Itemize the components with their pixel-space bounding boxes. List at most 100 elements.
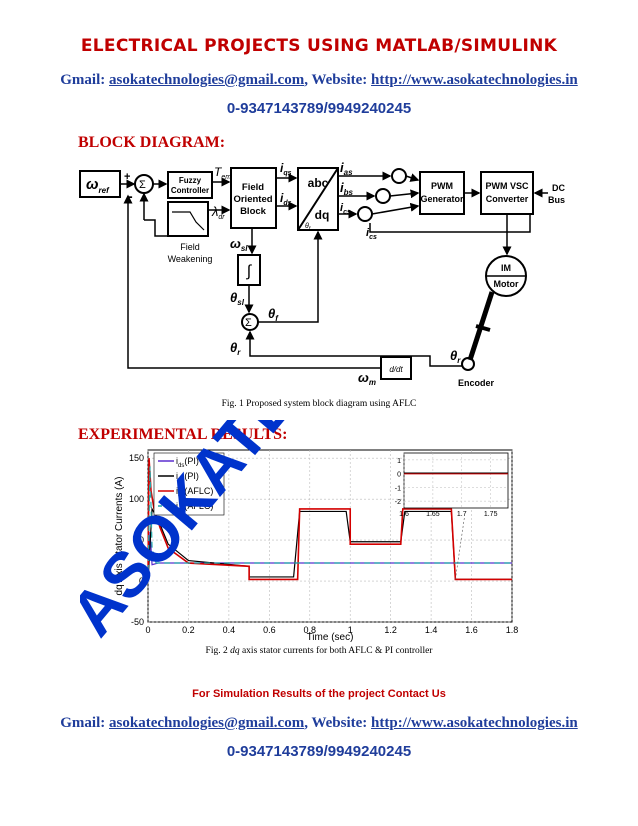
te-label: Tem (214, 165, 231, 181)
pwm-generator-block (419, 171, 465, 215)
x-axis-label: Time (sec) (307, 632, 354, 643)
gmail-link[interactable]: asokatechnologies@gmail.com (109, 72, 305, 88)
y-tick-label: 50 (134, 535, 144, 545)
inset-x-tick: 1.65 (426, 511, 440, 518)
omega-m-label: ωm (358, 370, 376, 387)
im-label: IM (501, 263, 511, 273)
legend-label: iqs(AFLC) (176, 486, 213, 499)
x-tick-label: 0.2 (182, 625, 195, 635)
ics-feedback-label: ics (366, 227, 377, 241)
website-link[interactable]: http://www.asokatechnologies.in (371, 72, 578, 88)
sum-junction-c (357, 206, 373, 222)
x-tick-label: 0.4 (223, 625, 236, 635)
fig2-caption: Fig. 2 dq axis stator currents for both … (205, 646, 433, 656)
ics-label: ics (340, 202, 351, 216)
website-label: , Website: (304, 72, 368, 88)
page-title: ELECTRICAL PROJECTS USING MATLAB/SIMULIN… (80, 36, 558, 56)
y-axis-label: dq Axis Stator Currents (A) (114, 477, 125, 596)
ddt-label: d/dt (389, 365, 403, 374)
encoder-label: Encoder (458, 378, 495, 388)
block-diagram: ωref + - Σ Fuzzy Controller Tem λdr Fiel… (79, 160, 565, 388)
footer-website-label: , Website: (304, 715, 368, 731)
block-diagram-heading: BLOCK DIAGRAM: (78, 134, 226, 151)
x-tick-label: 1 (348, 625, 353, 635)
inset-y-tick: 0 (397, 472, 401, 479)
gmail-label: Gmail: (60, 72, 106, 88)
inset-y-tick: 1 (397, 458, 401, 465)
series-line (147, 458, 512, 582)
fuzzy-label-1: Fuzzy (179, 176, 202, 185)
abc-dq-block (297, 167, 339, 231)
series-line (147, 466, 512, 582)
x-tick-label: 1.6 (465, 625, 478, 635)
x-tick-label: 1.2 (384, 625, 397, 635)
omega-ref-label: ωref (86, 176, 110, 195)
footer-contact-line: Gmail: asokatechnologies@gmail.com, Webs… (0, 715, 638, 732)
dq-label: dq (315, 208, 330, 222)
fw-label-2: Weakening (168, 254, 213, 264)
motor-label: Motor (494, 279, 519, 289)
footer-gmail-label: Gmail: (60, 715, 106, 731)
y-tick-label: 150 (129, 453, 144, 463)
inset-frame (403, 452, 509, 509)
pwm-vsc-label-2: Converter (486, 194, 529, 204)
inset-y-tick: -2 (395, 499, 401, 506)
simulation-note: For Simulation Results of the project Co… (192, 688, 446, 700)
inset-plot: 1 0 -1 -2 1.6 1.65 1.7 1.75 (395, 452, 509, 580)
pwm-gen-label-2: Generator (420, 194, 464, 204)
fig1-caption: Fig. 1 Proposed system block diagram usi… (221, 399, 417, 409)
watermark: ASOKATECH (80, 420, 368, 649)
header-contact-line: Gmail: asokatechnologies@gmail.com, Webs… (0, 72, 638, 89)
legend-box (153, 452, 225, 516)
legend-label: ids(PI) (176, 456, 199, 469)
y-tick-label: -50 (131, 617, 144, 627)
field-weakening-curve (172, 211, 205, 231)
sigma-label: Σ (139, 179, 146, 191)
ias-label: ias (340, 160, 353, 177)
inset-x-tick: 1.6 (399, 511, 409, 518)
bus-label: Bus (548, 195, 565, 205)
footer-website-link[interactable]: http://www.asokatechnologies.in (371, 715, 578, 731)
theta-f-label: θf (268, 306, 279, 323)
header-phone: 0-9347143789/9949240245 (226, 100, 412, 117)
chart-series (147, 458, 512, 582)
x-tick-label: 1.4 (425, 625, 438, 635)
encoder-icon (461, 357, 475, 371)
watermark-text: ASOKATECH (80, 420, 368, 649)
pwm-vsc-block (480, 171, 534, 215)
sigma-theta-label: Σ (245, 317, 252, 329)
inset-y-tick: -1 (395, 485, 401, 492)
foc-label-3: Block (240, 206, 267, 217)
theta-r-label: θr (230, 340, 241, 357)
pwm-gen-label-1: PWM (431, 181, 453, 191)
theta-r-encoder-label: θr (450, 348, 461, 365)
sum-junction-b (375, 188, 391, 204)
legend-label: ids(AFLC) (176, 501, 213, 514)
fuzzy-controller-block (167, 171, 213, 199)
footer-phone: 0-9347143789/9949240245 (226, 743, 412, 760)
x-tick-label: 0 (145, 625, 150, 635)
x-tick-label: 1.8 (506, 625, 519, 635)
inset-x-tick: 1.75 (484, 511, 498, 518)
field-weakening-block (167, 201, 209, 237)
sum-junction-a (391, 168, 407, 184)
chart-legend: ids(PI) iqs(PI) iqs(AFLC) ids(AFLC) (153, 452, 225, 516)
integrator-symbol: ∫ (246, 263, 253, 280)
y-tick-label: 100 (129, 494, 144, 504)
foc-label-2: Oriented (233, 194, 272, 205)
legend-label: iqs(PI) (176, 471, 199, 484)
abc-label: abc (308, 176, 329, 190)
inset-x-tick: 1.7 (457, 511, 467, 518)
minus-sign: - (128, 188, 133, 204)
foc-label-1: Field (242, 182, 264, 193)
y-tick-labels: -50 0 50 100 150 (129, 453, 144, 627)
footer-gmail-link[interactable]: asokatechnologies@gmail.com (109, 715, 305, 731)
iqs-label: iqs (280, 161, 292, 177)
results-heading: EXPERIMENTAL RESULTS: (78, 426, 288, 443)
foc-block (230, 167, 277, 229)
plus-sign: + (124, 171, 130, 183)
theta-small-label: θf (305, 223, 311, 232)
y-tick-label: 0 (139, 576, 144, 586)
pwm-vsc-label-1: PWM VSC (485, 181, 529, 191)
